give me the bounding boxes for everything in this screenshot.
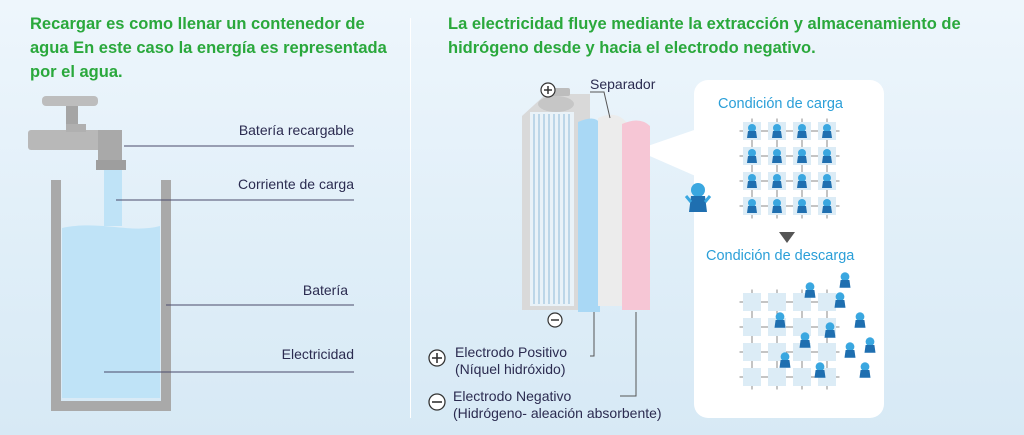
- escaping-hydrogen-icon: [864, 337, 876, 353]
- label-electricity: Electricidad: [281, 346, 354, 362]
- hydrogen-atom-icon: [772, 124, 782, 138]
- escaping-hydrogen-icon: [834, 292, 846, 308]
- escaping-hydrogen-icon: [854, 312, 866, 328]
- separator-label: Separador: [590, 76, 656, 92]
- hydrogen-atom-icon: [747, 174, 757, 188]
- leader-positive: [590, 312, 595, 357]
- negative-electrode-layer: [622, 120, 650, 310]
- escaping-hydrogen-icon: [839, 272, 851, 288]
- hydrogen-atom-icon: [822, 174, 832, 188]
- escaping-hydrogen-icon: [774, 312, 786, 328]
- charge-condition-label: Condición de carga: [718, 96, 843, 112]
- hydrogen-atom-icon: [797, 149, 807, 163]
- hydrogen-mascot-icon: [684, 183, 712, 212]
- plus-legend-icon: [428, 349, 446, 367]
- hydrogen-atom-icon: [822, 124, 832, 138]
- hydrogen-atom-icon: [822, 149, 832, 163]
- hydrogen-atom-icon: [797, 199, 807, 213]
- minus-terminal-icon: [547, 312, 563, 328]
- escaping-hydrogen-icon: [844, 342, 856, 358]
- right-headline: La electricidad fluye mediante la extrac…: [448, 15, 961, 57]
- hydrogen-atom-icon: [772, 174, 782, 188]
- left-headline: Recargar es como llenar un contenedor de…: [30, 15, 387, 81]
- escaping-hydrogen-icon: [804, 282, 816, 298]
- battery-container: [51, 180, 171, 411]
- divider: [410, 18, 411, 418]
- negative-material-label: (Hidrógeno- aleación absorbente): [453, 405, 662, 421]
- battery-cell: [522, 88, 650, 312]
- negative-electrode-label: Electrodo Negativo: [453, 388, 572, 404]
- label-battery: Batería: [302, 282, 348, 298]
- discharge-grid: [739, 272, 876, 390]
- hydrogen-atom-icon: [747, 149, 757, 163]
- hydrogen-atom-icon: [747, 124, 757, 138]
- callout-wedge: [636, 128, 700, 178]
- escaping-hydrogen-icon: [779, 352, 791, 368]
- minus-legend-icon: [428, 393, 446, 411]
- water-stream: [104, 170, 122, 226]
- faucet-icon: [28, 96, 126, 170]
- label-rechargeable-battery: Batería recargable: [238, 122, 354, 138]
- down-arrow-icon: [779, 232, 795, 243]
- plus-terminal-icon: [540, 82, 556, 98]
- escaping-hydrogen-icon: [859, 362, 871, 378]
- label-charge-current: Corriente de carga: [238, 176, 354, 192]
- escaping-hydrogen-icon: [799, 332, 811, 348]
- charge-grid: [739, 118, 840, 219]
- hydrogen-atom-icon: [772, 149, 782, 163]
- hydrogen-atom-icon: [772, 199, 782, 213]
- separator-layer: [598, 114, 626, 306]
- discharge-condition-label: Condición de descarga: [706, 248, 855, 264]
- leader-separator: [590, 91, 611, 119]
- positive-electrode-layer: [578, 118, 600, 312]
- hydrogen-atom-icon: [797, 174, 807, 188]
- hydrogen-atom-icon: [747, 199, 757, 213]
- escaping-hydrogen-icon: [824, 322, 836, 338]
- leader-negative: [620, 312, 637, 397]
- positive-electrode-label: Electrodo Positivo: [455, 344, 568, 360]
- escaping-hydrogen-icon: [814, 362, 826, 378]
- hydrogen-atom-icon: [797, 124, 807, 138]
- hydrogen-atom-icon: [822, 199, 832, 213]
- positive-material-label: (Níquel hidróxido): [455, 361, 566, 377]
